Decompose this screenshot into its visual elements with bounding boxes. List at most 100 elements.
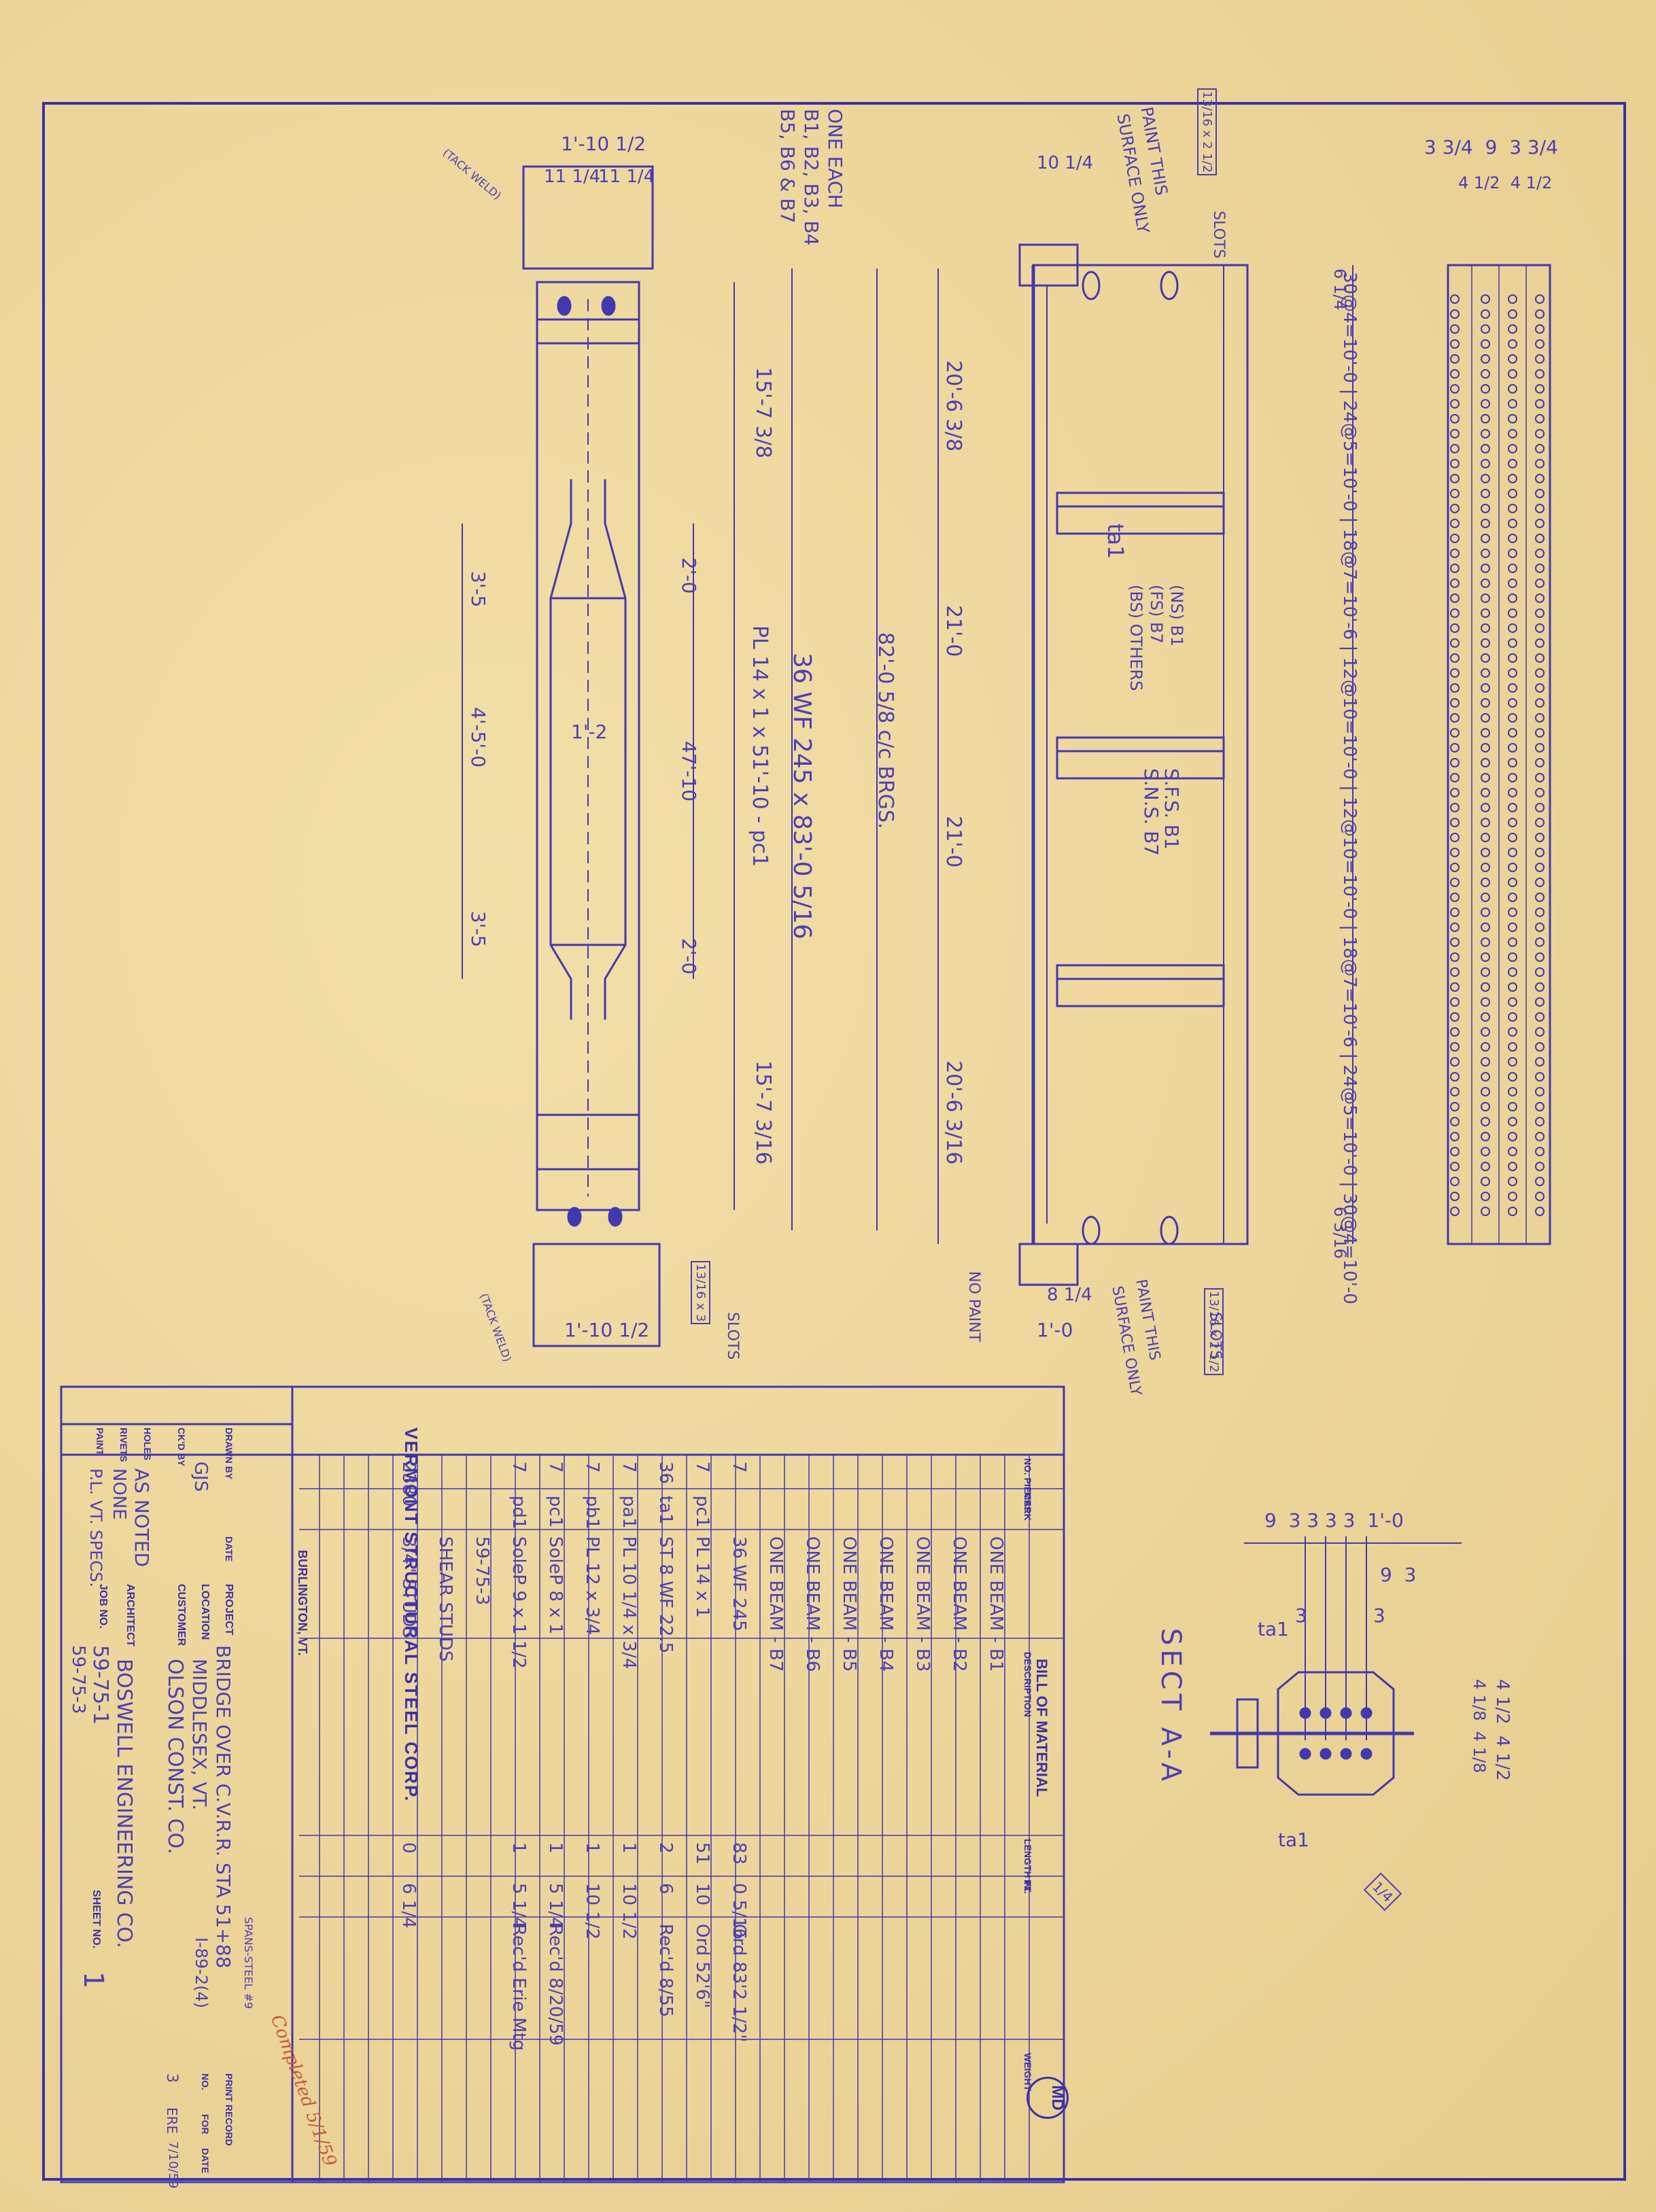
shear-stud-icon (1508, 339, 1517, 349)
shear-stud-icon (1450, 922, 1460, 932)
shear-stud-icon (1535, 1042, 1545, 1052)
bom-mark: pc1 (692, 1496, 712, 1528)
bom-pieces: 7 (545, 1462, 566, 1473)
shear-stud-icon (1450, 1162, 1460, 1171)
dim-ta1-b1: (NS) B1 (1167, 585, 1186, 647)
shear-stud-icon (1481, 593, 1490, 603)
dim-width-a-bottom: 1'-10 1/2 (564, 1319, 650, 1341)
bom-pieces: 36 (655, 1462, 676, 1485)
bom-mark: ta1 (655, 1496, 676, 1525)
shear-stud-icon (1481, 474, 1490, 483)
shear-stud-icon (1535, 504, 1545, 513)
shear-stud-icon (1535, 908, 1545, 917)
shear-stud-icon (1535, 1057, 1545, 1067)
shear-stud-icon (1535, 848, 1545, 857)
shear-stud-icon (1481, 698, 1490, 708)
dim-plate-3: 3'-5 (467, 911, 489, 948)
bom-mark: pd1 (508, 1496, 529, 1530)
bom-description: ONE BEAM - B7 (765, 1536, 786, 1672)
shear-stud-icon (1508, 1102, 1517, 1111)
bom-pieces: 7 (619, 1462, 639, 1473)
shear-stud-icon (1508, 399, 1517, 409)
bom-mark: pa1 (619, 1496, 639, 1529)
shear-stud-icon (1481, 848, 1490, 857)
shear-stud-icon (1481, 429, 1490, 438)
note-no-paint: NO PAINT (965, 1271, 982, 1343)
bom-description: ONE BEAM - B3 (912, 1536, 933, 1672)
dim-plate-2: 4'-5'-0 (467, 707, 489, 768)
bom-length-ft: 83 (729, 1842, 749, 1865)
shear-stud-icon (1450, 549, 1460, 558)
dim-stud-spacing: 30@4=10'-0 | 24@5=10'-0 | 18@7=10'-6 | 1… (1339, 272, 1360, 1304)
shear-stud-icon (1481, 384, 1490, 394)
customer-label: CUSTOMER (175, 1584, 187, 1646)
rivets-label: RIVETS (118, 1428, 129, 1462)
holes-label: HOLES (142, 1428, 153, 1461)
shear-stud-icon (1535, 743, 1545, 753)
print-for-label: FOR (200, 2114, 211, 2135)
print-no-value: 3 (163, 2073, 180, 2083)
ckd-by-label: CK'D BY (176, 1428, 187, 1466)
shear-stud-icon (1450, 369, 1460, 379)
shear-stud-icon (1508, 1027, 1517, 1037)
shear-stud-icon (1535, 1162, 1545, 1171)
shear-stud-icon (1450, 818, 1460, 827)
shear-stud-icon (1481, 937, 1490, 947)
bolt-icon (1360, 1748, 1373, 1760)
shear-stud-icon (1508, 474, 1517, 483)
shear-stud-icon (1535, 1087, 1545, 1096)
shear-stud-icon (1535, 1192, 1545, 1201)
shear-stud-icon (1535, 997, 1545, 1007)
title-block-frame (60, 1385, 1065, 2183)
shear-stud-icon (1535, 1132, 1545, 1141)
shear-stud-icon (1450, 937, 1460, 947)
dim-sfs: S.F.S. B1 (1160, 768, 1183, 850)
shear-stud-icon (1508, 773, 1517, 782)
dim-pb-width: 8 1/4 (1047, 1285, 1092, 1305)
shear-stud-icon (1481, 1207, 1490, 1216)
shear-stud-icon (1535, 893, 1545, 902)
bom-description: SoleP 8 x 1 (545, 1536, 566, 1635)
shear-stud-icon (1481, 863, 1490, 872)
shear-stud-icon (1481, 668, 1490, 678)
paint-value: P.L. VT. SPECS. (86, 1468, 105, 1587)
shear-stud-icon (1535, 578, 1545, 588)
shear-stud-icon (1535, 429, 1545, 438)
shear-stud-icon (1450, 952, 1460, 962)
dim-cp-3: 2'-0 (678, 938, 700, 975)
shear-stud-icon (1450, 698, 1460, 708)
shear-stud-icon (1508, 683, 1517, 693)
shear-stud-icon (1535, 1177, 1545, 1186)
print-record-label: PRINT RECORD (224, 2073, 235, 2146)
shear-stud-icon (1450, 294, 1460, 304)
drawn-by-value: GJS (190, 1462, 211, 1492)
shear-stud-icon (1481, 922, 1490, 932)
shear-stud-icon (1508, 863, 1517, 872)
bolt-icon (1299, 1707, 1311, 1719)
shear-stud-icon (1481, 414, 1490, 424)
bom-description: PL 14 x 1 (692, 1536, 712, 1618)
shear-stud-icon (1481, 549, 1490, 558)
job-no-value-2: 59-75-3 (68, 1645, 88, 1714)
shear-stud-icon (1535, 1117, 1545, 1126)
shear-stud-icon (1481, 623, 1490, 633)
shear-stud-icon (1508, 922, 1517, 932)
shear-stud-icon (1535, 922, 1545, 932)
bom-header-cell: DESCRIPTION (1022, 1652, 1033, 1717)
bom-description: ONE BEAM - B2 (949, 1536, 969, 1672)
shear-stud-icon (1481, 893, 1490, 902)
bom-description: 36 WF 245 (729, 1536, 749, 1631)
shear-stud-icon (1508, 294, 1517, 304)
shear-stud-icon (1508, 997, 1517, 1007)
shear-stud-icon (1450, 444, 1460, 453)
shear-stud-icon (1508, 504, 1517, 513)
dim-seg-3: 21'-0 (942, 816, 965, 868)
shear-stud-icon (1450, 504, 1460, 513)
shear-stud-icon (1481, 758, 1490, 767)
bom-description: 59-75-3 (472, 1536, 492, 1606)
shear-stud-icon (1481, 339, 1490, 349)
shear-stud-icon (1450, 773, 1460, 782)
shear-stud-icon (1481, 1042, 1490, 1052)
shear-stud-icon (1508, 1057, 1517, 1067)
shear-stud-icon (1508, 698, 1517, 708)
